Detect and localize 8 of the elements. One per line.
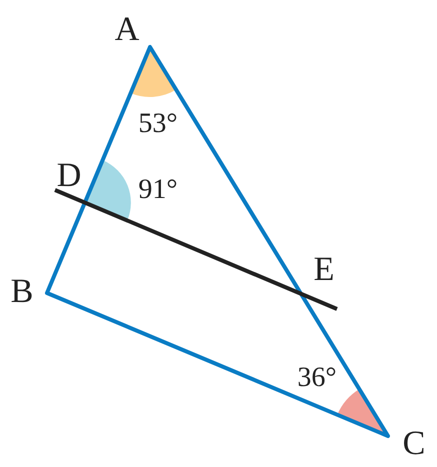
- point-label: C: [402, 427, 426, 461]
- point-label: A: [114, 13, 140, 47]
- point-label: B: [10, 275, 34, 309]
- point-label: E: [314, 253, 334, 287]
- point-label: D: [56, 159, 82, 193]
- angle-label: 53°: [138, 110, 178, 138]
- angle-label: 91°: [138, 176, 178, 204]
- angle-label: 36°: [297, 364, 337, 392]
